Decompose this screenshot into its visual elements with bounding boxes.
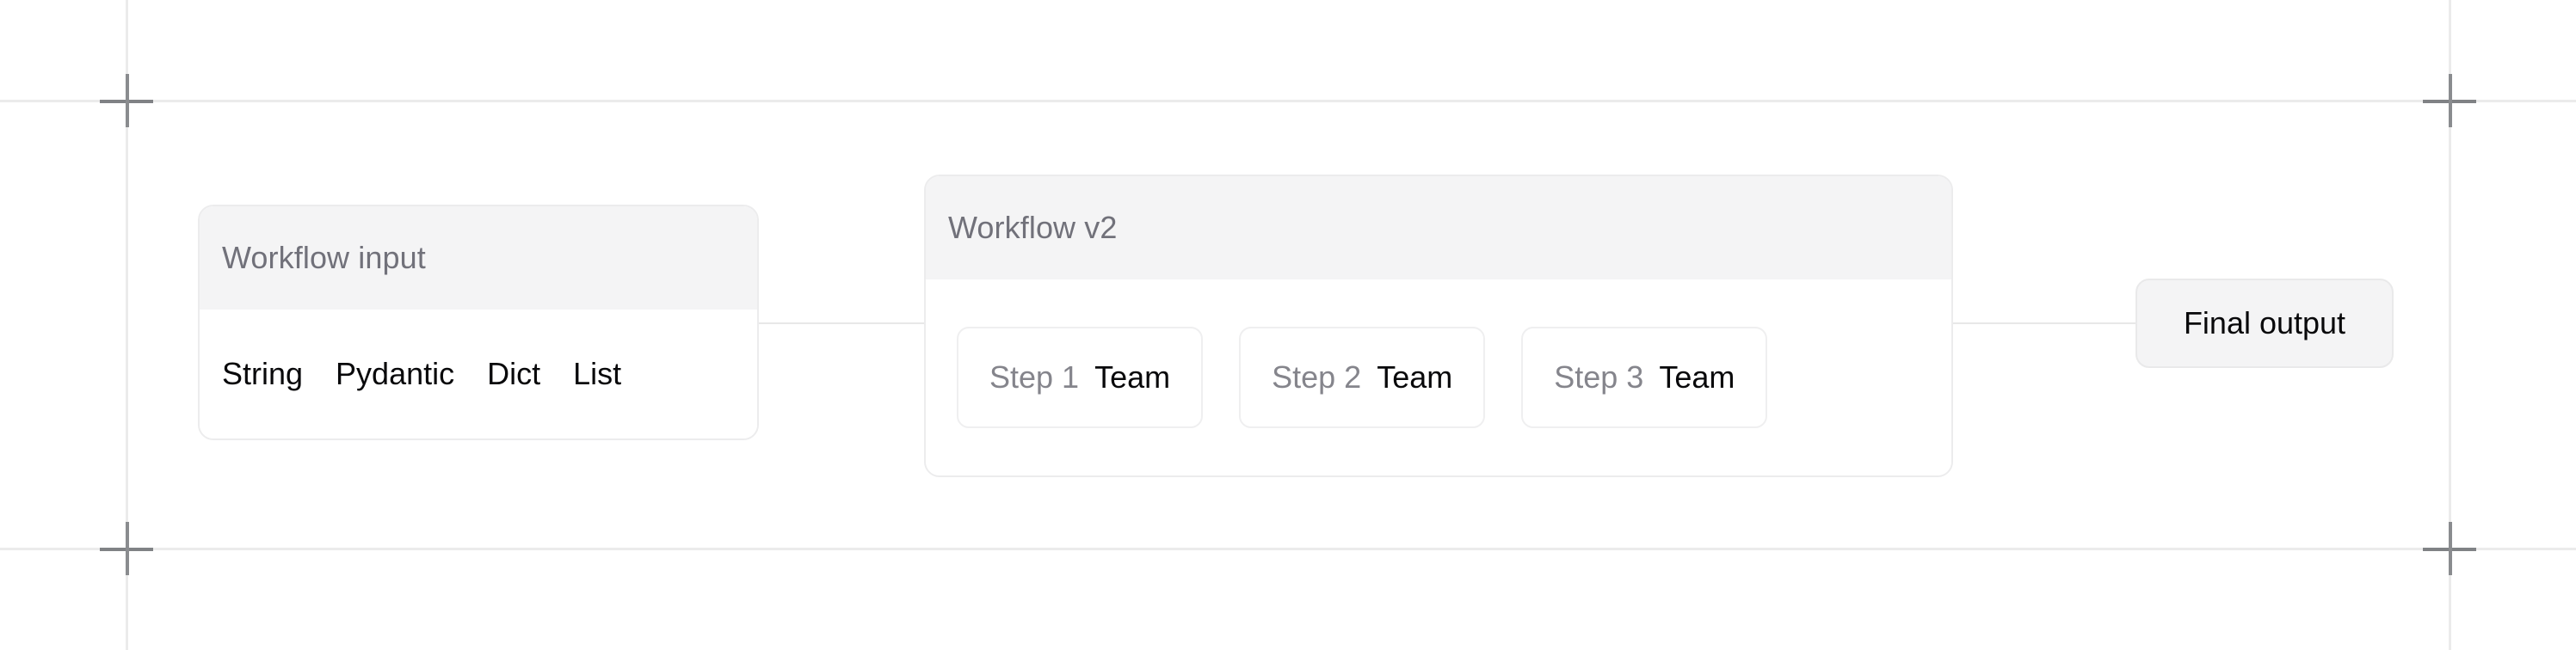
input-type-pydantic[interactable]: Pydantic <box>336 356 455 391</box>
workflow-step-3[interactable]: Step 3 Team <box>1521 327 1768 428</box>
workflow-step-3-label: Step 3 <box>1554 359 1644 395</box>
input-type-list: String Pydantic Dict List <box>222 359 621 389</box>
node-workflow-v2-body: Step 1 Team Step 2 Team Step 3 Team <box>926 279 1951 475</box>
input-type-string[interactable]: String <box>222 356 304 391</box>
guide-line-vertical-left <box>126 0 128 650</box>
workflow-step-1-value: Team <box>1094 359 1171 395</box>
node-final-output-label: Final output <box>2183 305 2346 340</box>
edge-workflow-to-output <box>1951 322 2137 324</box>
guide-line-horizontal-bottom <box>0 548 2576 550</box>
node-workflow-input-title: Workflow input <box>200 206 757 310</box>
workflow-step-3-value: Team <box>1659 359 1735 395</box>
node-final-output[interactable]: Final output <box>2135 279 2394 368</box>
node-workflow-input[interactable]: Workflow input String Pydantic Dict List <box>198 205 759 440</box>
workflow-step-2-label: Step 2 <box>1272 359 1362 395</box>
workflow-step-2[interactable]: Step 2 Team <box>1239 327 1486 428</box>
edge-input-to-workflow <box>757 322 926 324</box>
workflow-step-1-label: Step 1 <box>989 359 1080 395</box>
input-type-dict[interactable]: Dict <box>487 356 541 391</box>
node-workflow-v2[interactable]: Workflow v2 Step 1 Team Step 2 Team Step… <box>924 175 1953 477</box>
node-workflow-input-body: String Pydantic Dict List <box>200 310 757 438</box>
workflow-step-1[interactable]: Step 1 Team <box>957 327 1204 428</box>
guide-line-horizontal-top <box>0 100 2576 102</box>
node-workflow-v2-title: Workflow v2 <box>926 176 1951 279</box>
input-type-list[interactable]: List <box>573 356 622 391</box>
workflow-step-2-value: Team <box>1377 359 1453 395</box>
guide-line-vertical-right <box>2449 0 2451 650</box>
workflow-step-row: Step 1 Team Step 2 Team Step 3 Team <box>957 327 1768 428</box>
